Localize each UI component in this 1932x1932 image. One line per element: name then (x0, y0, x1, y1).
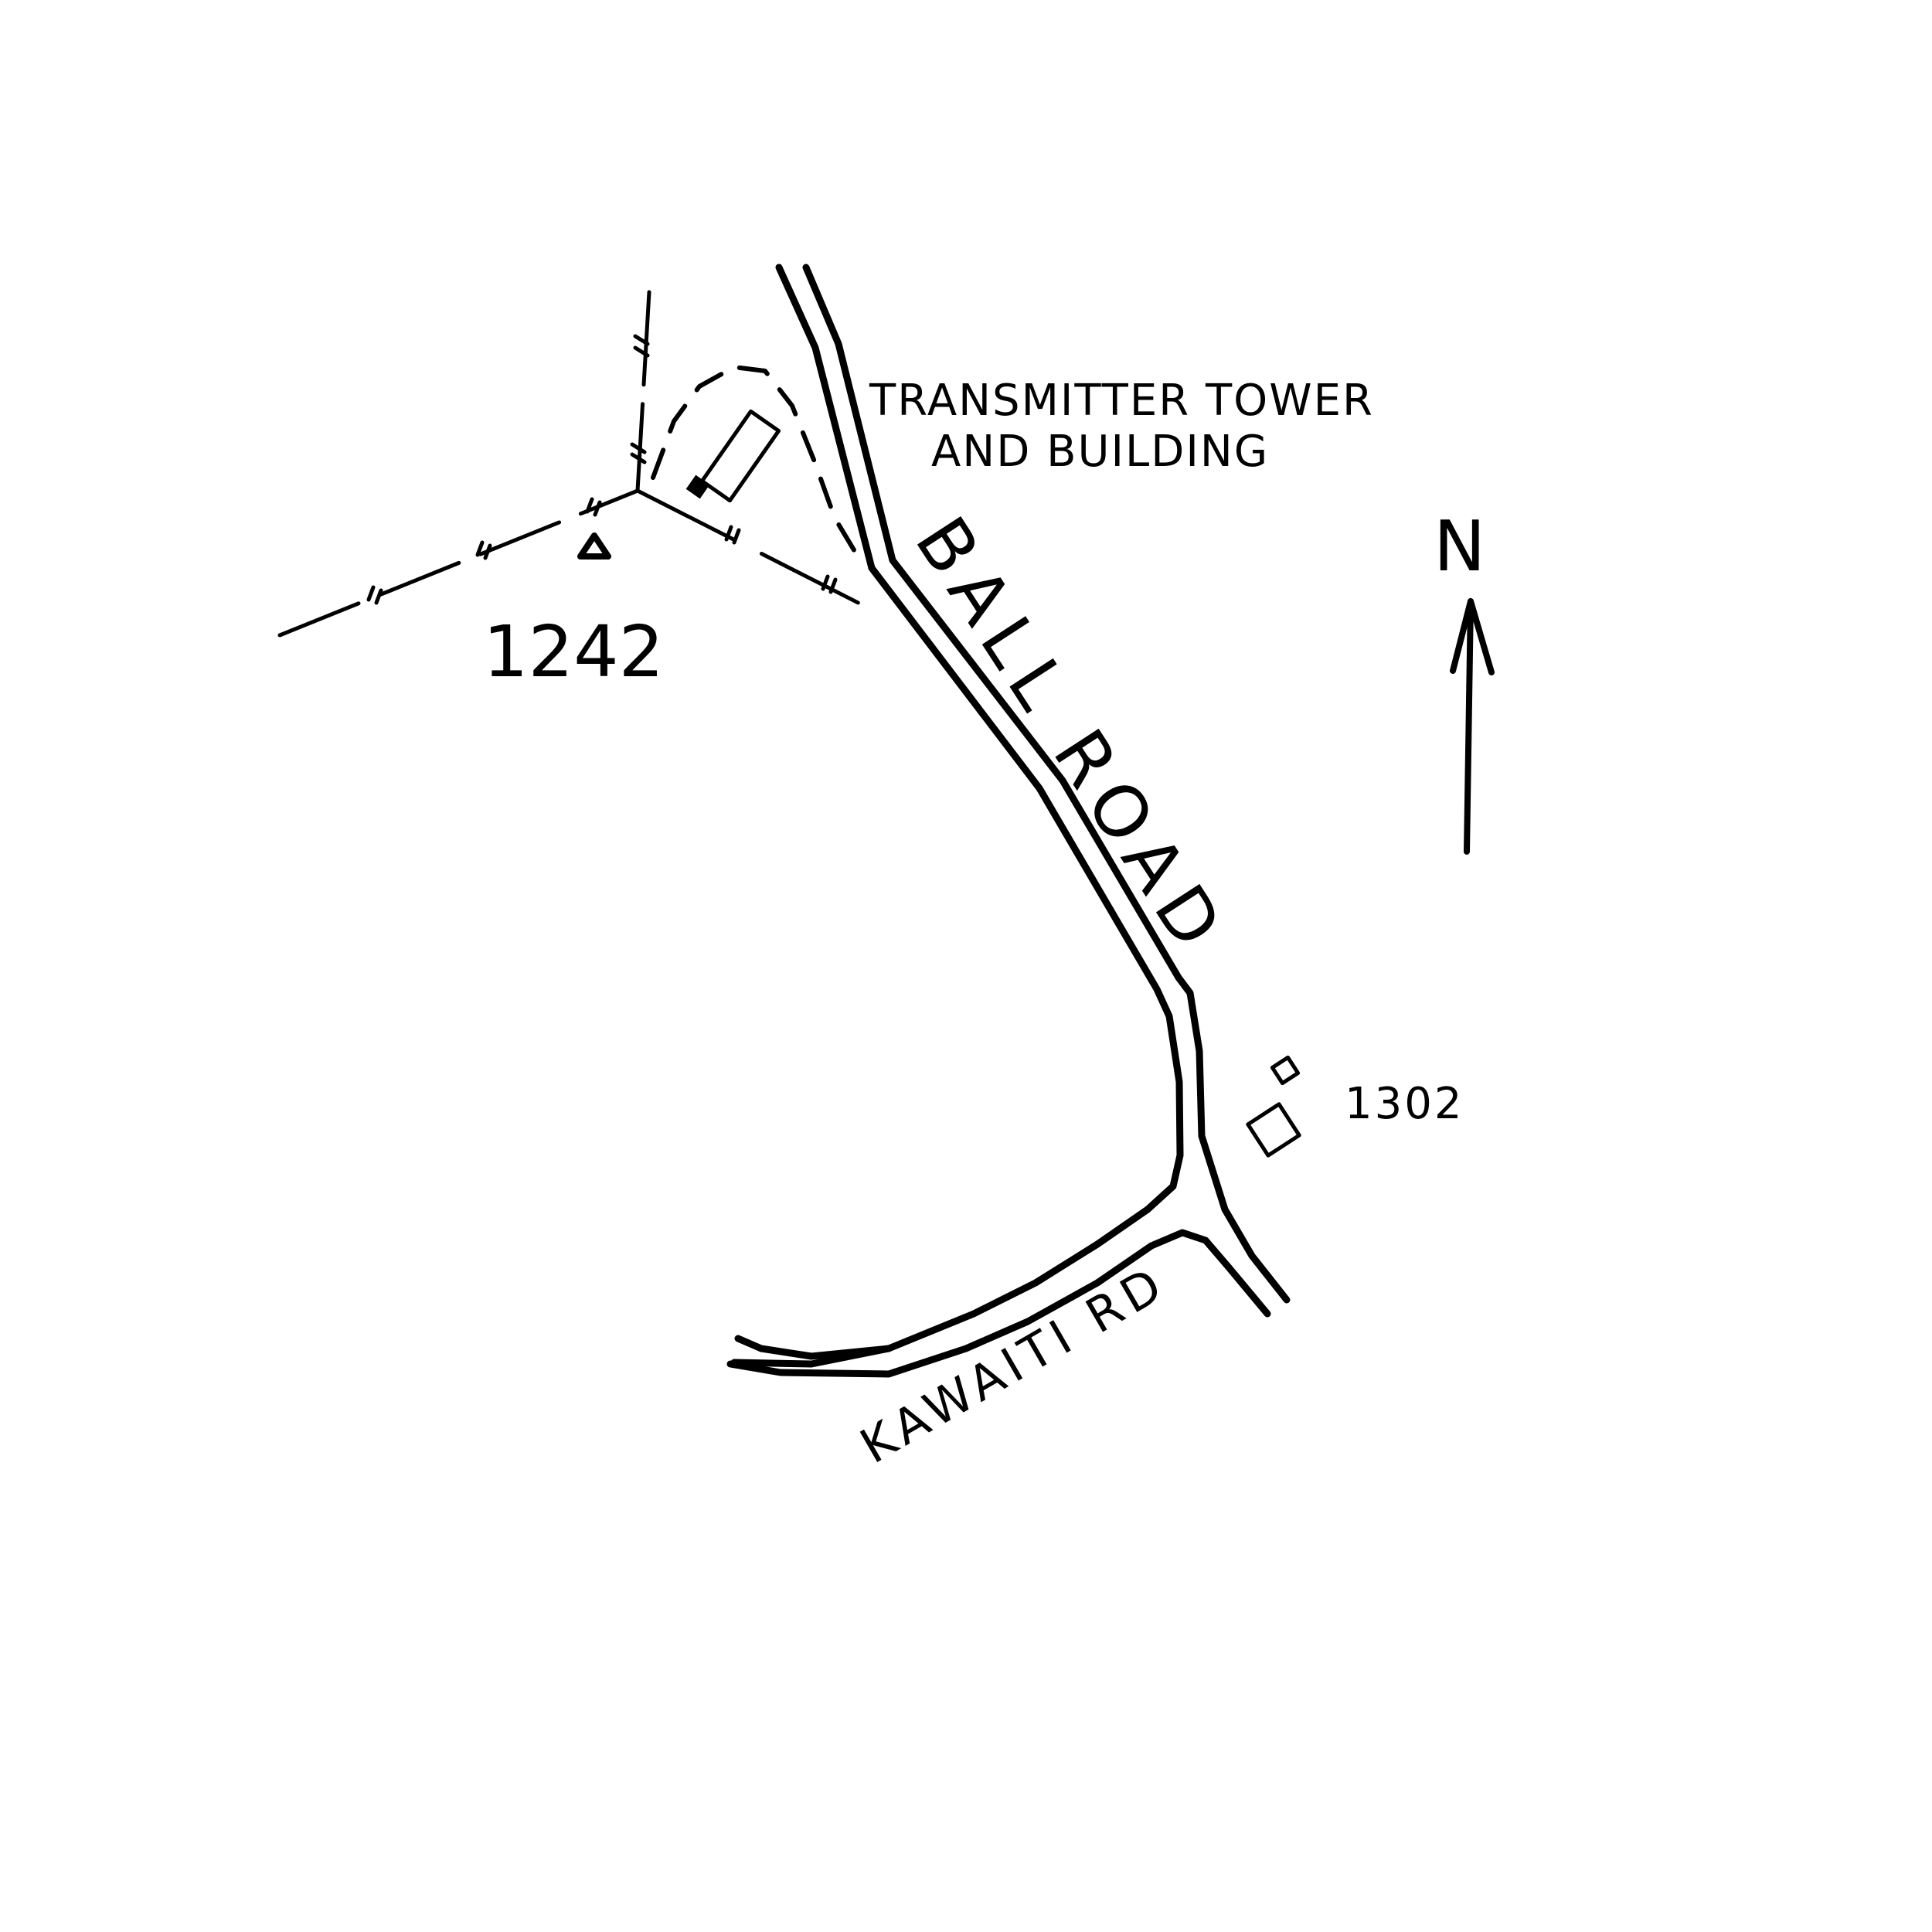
kawaiti-road (726, 1229, 1271, 1378)
transmitter-label-line2: AND BUILDING (931, 427, 1269, 477)
ball-road-east-edge (802, 264, 1291, 1304)
access-track-dashed (651, 365, 860, 559)
trig-station-number: 1242 (483, 611, 664, 693)
ball-road-label: BALL ROAD (900, 503, 1243, 971)
kawaiti-road-north-edge (734, 1335, 893, 1360)
house-number-label: 1302 (1345, 1079, 1464, 1129)
transmitter-label-line1: TRANSMITTER TOWER (869, 376, 1374, 426)
square-house-icon (1270, 1055, 1301, 1086)
boundary-line-west (277, 488, 640, 638)
kawaiti-road-label: KAWAITI RD (851, 1254, 1176, 1475)
north-arrow-icon (1450, 598, 1495, 855)
rectangle-building-icon (699, 409, 781, 503)
north-label: N (1434, 506, 1485, 587)
transmitter-tower-icon (685, 474, 710, 499)
transmitter-building (685, 409, 781, 503)
square-house-icon (1246, 1102, 1301, 1158)
property-boundaries (277, 290, 883, 638)
boundary-line-southeast (635, 488, 883, 617)
triangle-marker-icon (577, 532, 611, 560)
kawaiti-road-south-edge (726, 1229, 1271, 1378)
houses-1302 (1246, 1055, 1301, 1158)
boundary-hash-ticks (366, 334, 838, 605)
